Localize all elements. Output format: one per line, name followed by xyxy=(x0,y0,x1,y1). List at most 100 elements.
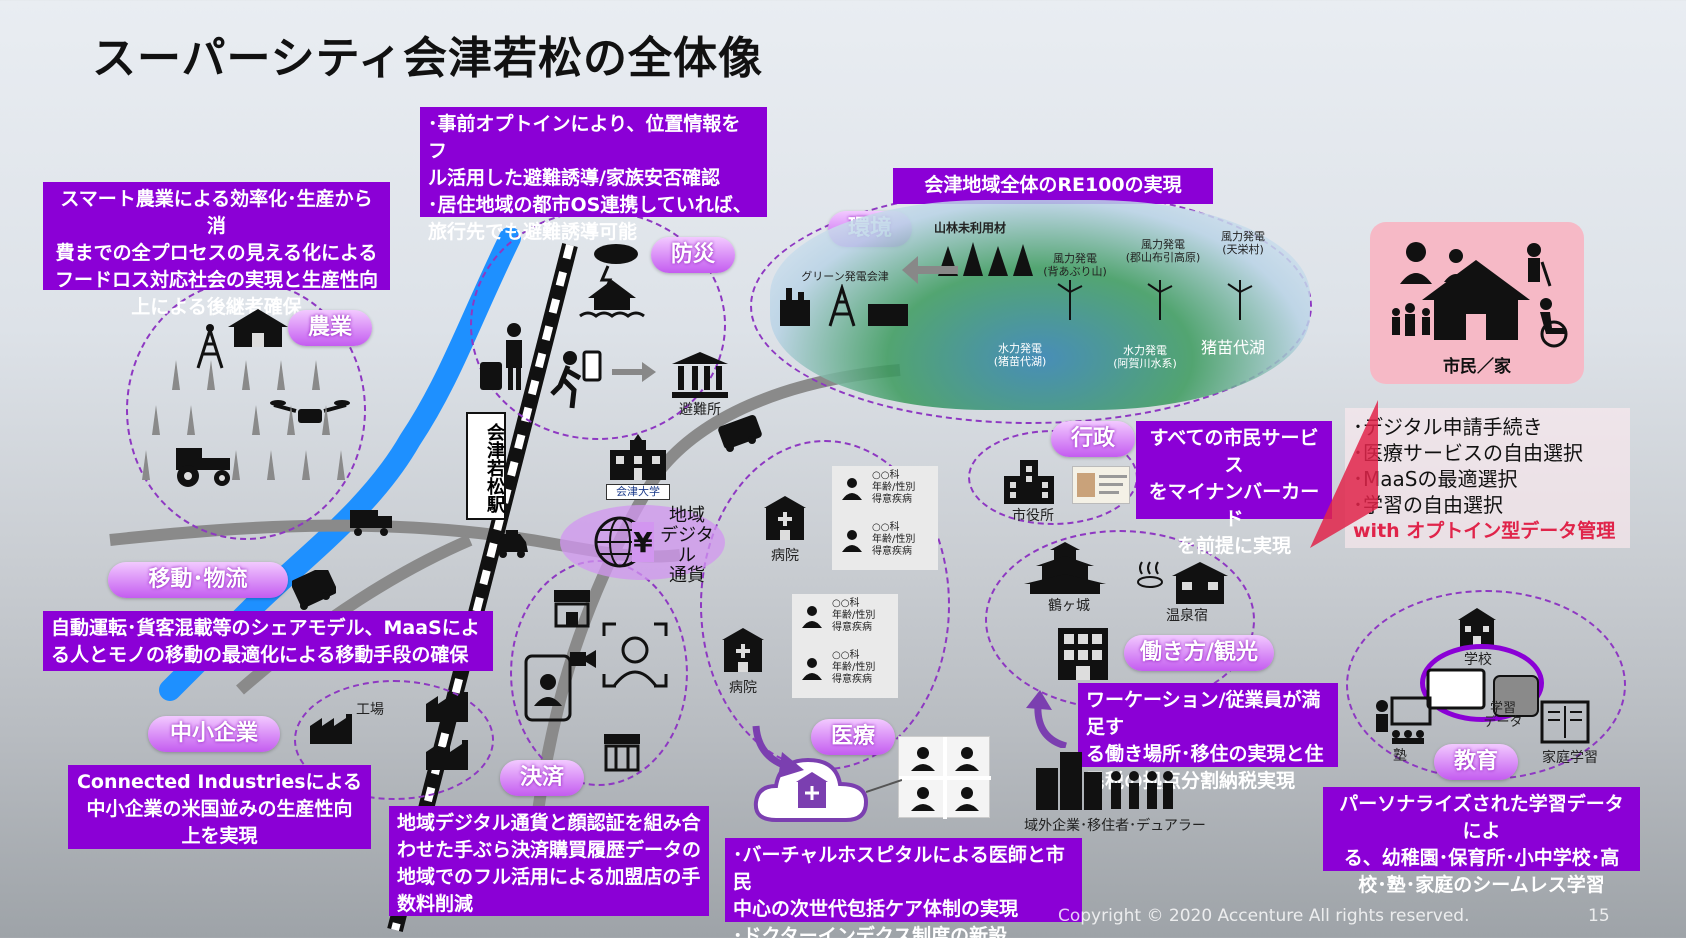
pill-admin: 行政 xyxy=(1051,421,1135,457)
doctor-grid-icons xyxy=(899,737,991,819)
sme-zone xyxy=(294,680,494,800)
lake-label: 猪苗代湖 xyxy=(1200,338,1265,357)
wind1-label: 風力発電(背あぶり山) xyxy=(1043,252,1107,278)
factory-icon-1 xyxy=(310,714,352,744)
citizen-panel: 市民／家 xyxy=(1370,222,1584,384)
green-power-label: グリーン発電会津 xyxy=(801,270,889,283)
doctor-icon xyxy=(802,658,822,680)
pill-payment: 決済 xyxy=(500,760,584,796)
optin-note: with オプトイン型データ管理 xyxy=(1353,520,1616,542)
admin-description: すべての市民サービスをマイナンバーカードを前提に実現 xyxy=(1136,421,1332,557)
teacher-icon xyxy=(1376,696,1432,744)
drone-icon xyxy=(270,400,350,423)
mobility-description: 自動運転･貨客混載等のシェアモデル、MaaSによる人とモノの移動の最適化による移… xyxy=(43,611,493,671)
hydro2-label: 水力発電(阿賀川水系) xyxy=(1113,344,1177,370)
pill-mobility: 移動･物流 xyxy=(108,562,288,598)
family-house-icon xyxy=(1392,242,1568,348)
doctor-card-1: ○○科年齢/性別得意疾病 xyxy=(832,466,938,518)
env-landscape xyxy=(770,200,1310,410)
factory-label: 工場 xyxy=(356,702,384,718)
forest-icon xyxy=(938,242,1033,276)
doctor-icon xyxy=(842,478,862,500)
hospital-icon-2 xyxy=(722,628,764,672)
crops-icon xyxy=(142,360,345,480)
video-call-icon xyxy=(524,650,596,722)
truck-icon xyxy=(350,510,392,536)
castle-label: 鶴ヶ城 xyxy=(1048,598,1090,614)
castle-icon xyxy=(1024,542,1106,594)
pill-education: 教育 xyxy=(1434,744,1518,780)
evacuate-icon xyxy=(550,350,656,409)
citizen-services-list: ･デジタル申請手続き ･医療サービスの自由選択 ･MaaSの最適選択 ･学習の自… xyxy=(1345,408,1630,548)
tractor-icon xyxy=(176,448,230,487)
university-sign: 会津大学 xyxy=(606,484,670,500)
doctor-card-3: ○○科年齢/性別得意疾病 xyxy=(792,594,898,646)
red-pointer xyxy=(1310,400,1378,548)
factory-icon-3 xyxy=(426,740,468,770)
education-description: パーソナライズされた学習データによる、幼稚園･保育所･小中学校･高校･塾･家庭の… xyxy=(1323,787,1640,896)
shelter-label: 避難所 xyxy=(679,402,721,418)
outside-label: 域外企業･移住者･デュアラー xyxy=(1024,818,1206,834)
service-item: ･デジタル申請手続き xyxy=(1353,415,1543,439)
doctor-icon xyxy=(802,606,822,628)
companies-people-icon xyxy=(1036,752,1173,810)
onsen-label: 温泉宿 xyxy=(1166,608,1208,624)
pill-medical: 医療 xyxy=(811,719,895,755)
traveler-icon xyxy=(480,323,522,390)
doctor-card-4: ○○科年齢/性別得意疾病 xyxy=(792,646,898,698)
school-icon xyxy=(1458,608,1496,648)
hospital-icon-1 xyxy=(764,496,806,540)
doctor-card-2: ○○科年齢/性別得意疾病 xyxy=(832,518,938,570)
service-item: ･学習の自由選択 xyxy=(1353,493,1503,517)
hydro1-label: 水力発電(猪苗代湖) xyxy=(993,342,1047,368)
wind-turbine-icons xyxy=(1057,280,1253,320)
face-recognition-icon xyxy=(602,622,668,688)
antenna-icon xyxy=(196,324,224,369)
arrow-left-icon xyxy=(902,256,958,284)
globe-yen-icon: ¥ xyxy=(594,516,654,568)
payment-description: 地域デジタル通貨と顔認証を組み合わせた手ぶら決済購買履歴データの地域でのフル活用… xyxy=(389,806,709,916)
copyright: Copyright © 2020 Accenture All rights re… xyxy=(1058,906,1470,926)
university-icon xyxy=(610,434,666,480)
page-number: 15 xyxy=(1588,906,1610,926)
store-icon xyxy=(604,734,640,772)
barn-icon xyxy=(228,309,288,347)
learning-data-label: 学習データ xyxy=(1483,701,1523,730)
pill-work: 働き方/観光 xyxy=(1124,635,1274,671)
onsen-icon xyxy=(1137,561,1228,604)
citizen-label: 市民／家 xyxy=(1443,357,1511,377)
pill-disaster: 防災 xyxy=(651,237,735,273)
card-photo xyxy=(1077,473,1095,497)
work-description: ワーケーション/従業員が満足する働き場所･移住の実現と住民税の拠点分割納税実現 xyxy=(1078,683,1338,792)
devices-icon xyxy=(1426,668,1539,717)
mynumber-card xyxy=(1072,466,1130,504)
service-item: ･医療サービスの自由選択 xyxy=(1353,441,1583,465)
sme-description: Connected Industriesによる中小企業の米国並みの生産性向上を実… xyxy=(68,765,371,849)
city-hall-icon xyxy=(1004,460,1054,504)
shelter-icon xyxy=(672,352,728,398)
disaster-description: ･事前オプトインにより、位置情報をフル活用した避難誘導/家族安否確認･居住地域の… xyxy=(420,107,767,243)
bus-icon xyxy=(292,570,336,610)
shop-icon xyxy=(554,590,590,628)
bus-icon-2 xyxy=(718,415,762,452)
pill-sme: 中小企業 xyxy=(148,716,280,752)
learning-cycle xyxy=(1420,644,1544,722)
wind2-label: 風力発電(郡山布引高原) xyxy=(1125,238,1201,264)
station-sign: 会津若松駅 xyxy=(466,412,506,520)
hospital1-label: 病院 xyxy=(771,548,799,564)
currency-label: 地域デジタル通貨 xyxy=(660,505,714,586)
up-arrow-icon xyxy=(1026,690,1068,748)
medical-description: ･バーチャルホスピタルによる医師と市民中心の次世代包括ケア体制の実現･ドクターイ… xyxy=(725,838,1082,938)
city-hall-label: 市役所 xyxy=(1012,508,1054,524)
hospital2-label: 病院 xyxy=(729,680,757,696)
doctor-icon xyxy=(842,530,862,552)
home-study-icon xyxy=(1540,700,1590,744)
factory-icon-2 xyxy=(426,692,468,722)
re100-description: 会津地域全体のRE100の実現 xyxy=(893,168,1213,204)
flood-house-icon xyxy=(579,244,645,318)
service-item: ･MaaSの最適選択 xyxy=(1353,467,1518,491)
connector-line xyxy=(866,779,902,793)
power-plant-icon xyxy=(780,284,908,327)
doctor-grid xyxy=(898,736,991,819)
forest-label: 山林未利用材 xyxy=(933,221,1006,235)
